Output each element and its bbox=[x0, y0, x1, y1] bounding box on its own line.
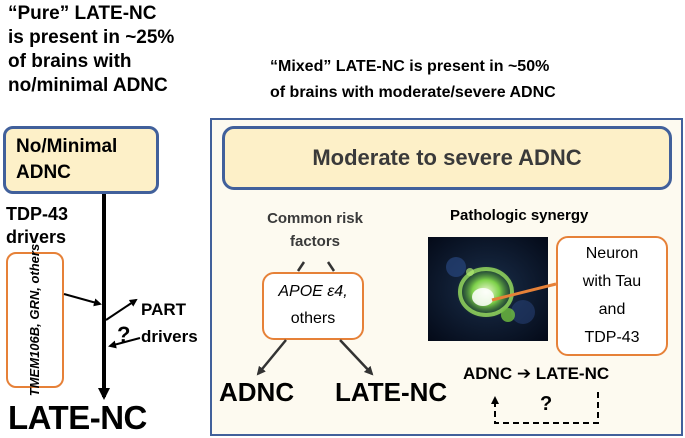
neuron-tau-tdp-label: Neuron with Tau and TDP-43 bbox=[556, 240, 668, 352]
no-minimal-adnc-box bbox=[3, 126, 159, 194]
box-line: No/Minimal bbox=[16, 136, 118, 157]
label-line: drivers bbox=[6, 227, 67, 247]
common-risk-factors-label: Common risk factors bbox=[250, 207, 380, 253]
label-line: others bbox=[290, 310, 336, 327]
apoe-box bbox=[262, 272, 364, 340]
label-line: Common risk bbox=[267, 210, 363, 227]
gene-driver-arrow bbox=[63, 293, 102, 307]
label-line: with Tau bbox=[582, 273, 642, 290]
box-line: ADNC bbox=[16, 162, 71, 183]
caption-line: of brains with moderate/severe ADNC bbox=[270, 84, 556, 101]
late-nc-main-label: LATE-NC bbox=[8, 399, 147, 436]
caption-line: of brains with bbox=[8, 51, 132, 72]
pathologic-synergy-label: Pathologic synergy bbox=[450, 207, 589, 224]
apoe-label: APOE ε4, others bbox=[262, 278, 364, 332]
label-line: drivers bbox=[141, 327, 198, 346]
question-mark-left: ? bbox=[117, 322, 131, 347]
part-out-arrow bbox=[105, 298, 138, 321]
neuron-tau-tdp-box bbox=[556, 236, 668, 356]
no-minimal-adnc-label: No/Minimal ADNC bbox=[16, 134, 117, 186]
mixed-late-nc-caption: “Mixed” LATE-NC is present in ~50% of br… bbox=[270, 54, 556, 106]
label-line: and bbox=[598, 301, 626, 318]
label-line: factors bbox=[289, 233, 341, 250]
caption-line: “Mixed” LATE-NC is present in ~50% bbox=[270, 58, 550, 75]
gene-drivers-box bbox=[6, 252, 64, 388]
question-mark-right: ? bbox=[540, 393, 553, 415]
label-line: TDP-43 bbox=[6, 204, 69, 224]
label-line: PART bbox=[141, 300, 187, 319]
caption-line: no/minimal ADNC bbox=[8, 75, 168, 96]
label-line: APOE ε4, bbox=[278, 283, 348, 300]
tdp-43-drivers-label: TDP-43 drivers bbox=[6, 203, 68, 249]
gene-drivers-label: TMEM106B, GRN, others bbox=[27, 243, 42, 397]
neuron-micrograph-image bbox=[428, 237, 548, 341]
caption-line: “Pure” LATE-NC bbox=[8, 3, 157, 24]
part-drivers-label: PART drivers bbox=[141, 296, 198, 350]
label-line: Neuron bbox=[585, 245, 639, 262]
late-nc-outcome-label: LATE-NC bbox=[335, 377, 448, 407]
synergy-relation-label: ADNC ➔ LATE-NC bbox=[463, 364, 610, 383]
moderate-severe-adnc-box bbox=[222, 126, 672, 190]
adnc-outcome-label: ADNC bbox=[219, 377, 295, 407]
caption-line: is present in ~25% bbox=[8, 27, 175, 48]
moderate-severe-adnc-title: Moderate to severe ADNC bbox=[312, 145, 582, 170]
pure-late-nc-caption: “Pure” LATE-NC is present in ~25% of bra… bbox=[8, 2, 174, 98]
label-line: TDP-43 bbox=[584, 329, 640, 346]
